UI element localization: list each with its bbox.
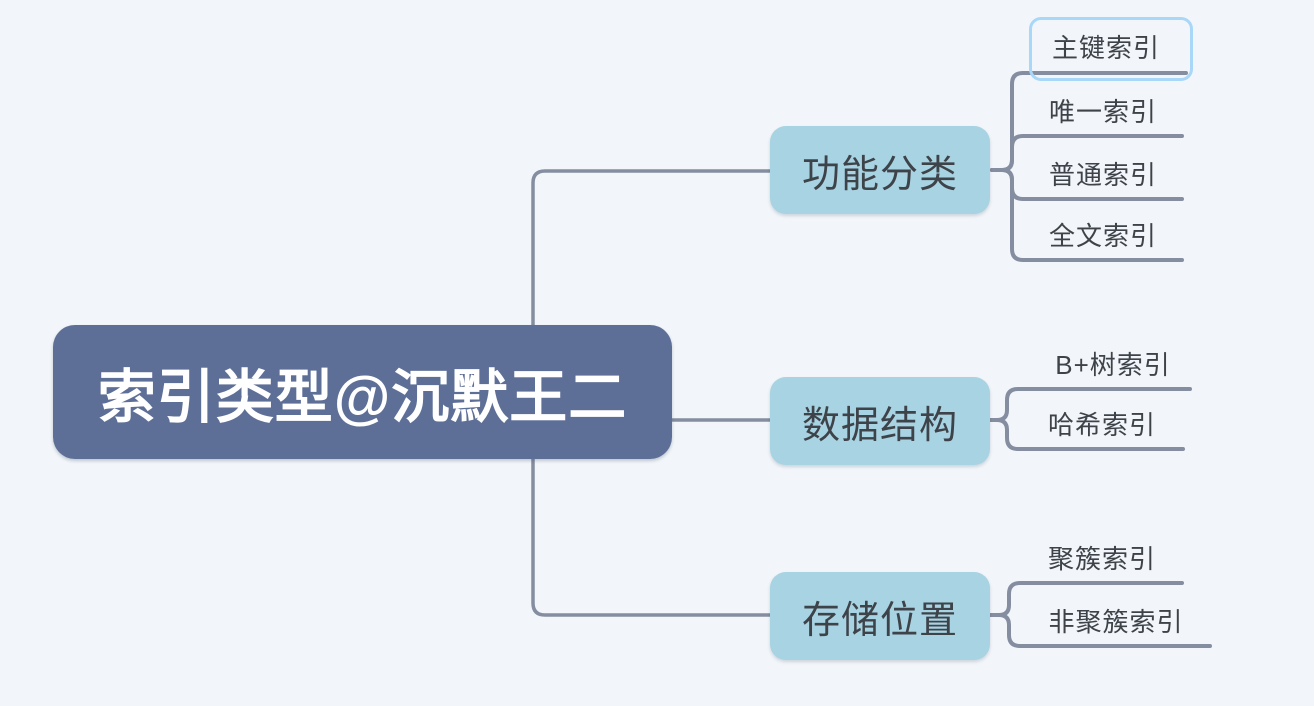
- branch-node-label: 数据结构: [801, 404, 958, 447]
- branch-node-label: 功能分类: [801, 153, 958, 196]
- leaf-node-bplus-tree-index[interactable]: B+树索引: [1055, 350, 1171, 380]
- branch-node-function-category[interactable]: 功能分类: [770, 126, 990, 214]
- root-node-label: 索引类型@沉默王二: [97, 365, 628, 430]
- leaf-node-fulltext-index[interactable]: 全文索引: [1048, 221, 1158, 251]
- leaf-node-hash-index[interactable]: 哈希索引: [1047, 410, 1157, 440]
- branch-node-label: 存储位置: [801, 599, 958, 642]
- trunk-line-top: [531, 169, 772, 328]
- leaf-node-primary-key-index[interactable]: 主键索引: [1051, 33, 1161, 63]
- leaf-node-nonclustered-index[interactable]: 非聚簇索引: [1048, 607, 1184, 637]
- leaf-node-normal-index[interactable]: 普通索引: [1048, 160, 1158, 190]
- trunk-line-bottom: [531, 456, 774, 617]
- root-node[interactable]: 索引类型@沉默王二: [53, 325, 672, 459]
- leaf-node-clustered-index[interactable]: 聚簇索引: [1047, 544, 1157, 574]
- branch-node-storage-location[interactable]: 存储位置: [770, 572, 990, 660]
- branch-node-data-structure[interactable]: 数据结构: [770, 377, 990, 465]
- leaf-node-unique-index[interactable]: 唯一索引: [1048, 97, 1158, 127]
